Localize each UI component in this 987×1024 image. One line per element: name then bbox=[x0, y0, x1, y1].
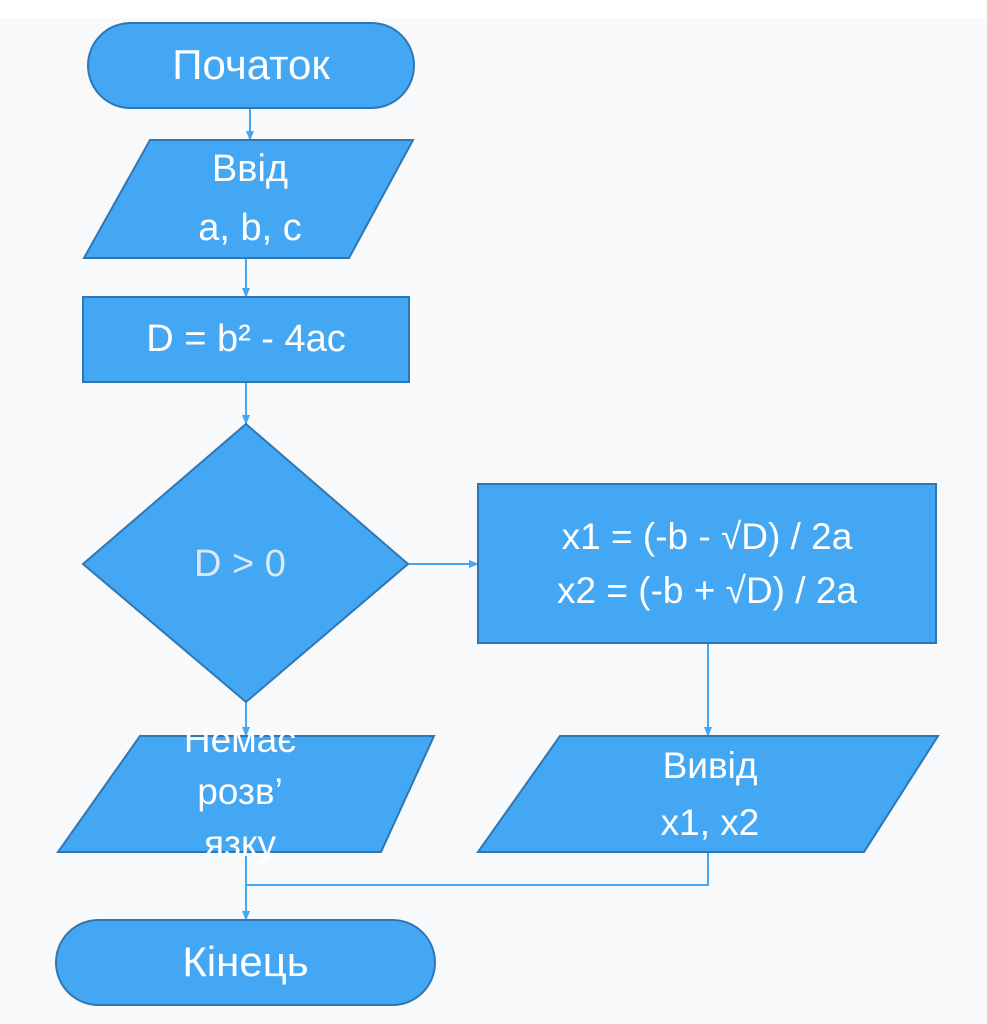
start-label: Початок bbox=[88, 23, 414, 108]
output-line2: x1, x2 bbox=[660, 802, 760, 843]
decision-diamond[interactable] bbox=[81, 422, 410, 704]
discriminant-process[interactable] bbox=[82, 296, 410, 383]
no-solution-parallelogram[interactable] bbox=[56, 735, 436, 853]
discriminant-text: D = b² - 4ac bbox=[146, 317, 346, 360]
end-label: Кінець bbox=[56, 920, 435, 1005]
input-parallelogram[interactable] bbox=[82, 139, 415, 259]
end-terminator[interactable] bbox=[55, 919, 436, 1006]
output-label: Вивід x1, x2 bbox=[590, 736, 830, 852]
end-text: Кінець bbox=[182, 938, 309, 986]
no-solution-label: Немає розв’ язку bbox=[150, 719, 330, 864]
decision-text: D > 0 bbox=[194, 543, 286, 586]
no-solution-line3: язку bbox=[203, 822, 277, 864]
roots-label: x1 = (-b - √D) / 2a x2 = (-b + √D) / 2a bbox=[478, 484, 936, 643]
roots-line1: x1 = (-b - √D) / 2a bbox=[561, 515, 853, 557]
edge-output-merge bbox=[246, 852, 709, 886]
input-line1: Ввід bbox=[211, 148, 289, 191]
discriminant-label: D = b² - 4ac bbox=[83, 297, 409, 382]
input-line2: a, b, c bbox=[198, 207, 302, 249]
output-line1: Вивід bbox=[662, 744, 758, 786]
start-terminator[interactable] bbox=[87, 22, 415, 109]
output-parallelogram[interactable] bbox=[476, 735, 940, 853]
connectors bbox=[242, 108, 712, 921]
decision-label: D > 0 bbox=[140, 530, 340, 600]
start-text: Початок bbox=[172, 41, 330, 89]
no-solution-line1: Немає bbox=[183, 719, 297, 761]
top-band bbox=[0, 0, 987, 18]
roots-line2: x2 = (-b + √D) / 2a bbox=[557, 569, 857, 611]
input-label: Ввід a, b, c bbox=[150, 140, 350, 258]
roots-process[interactable] bbox=[477, 483, 937, 644]
no-solution-line2: розв’ bbox=[197, 771, 283, 813]
shapes bbox=[55, 22, 940, 1006]
